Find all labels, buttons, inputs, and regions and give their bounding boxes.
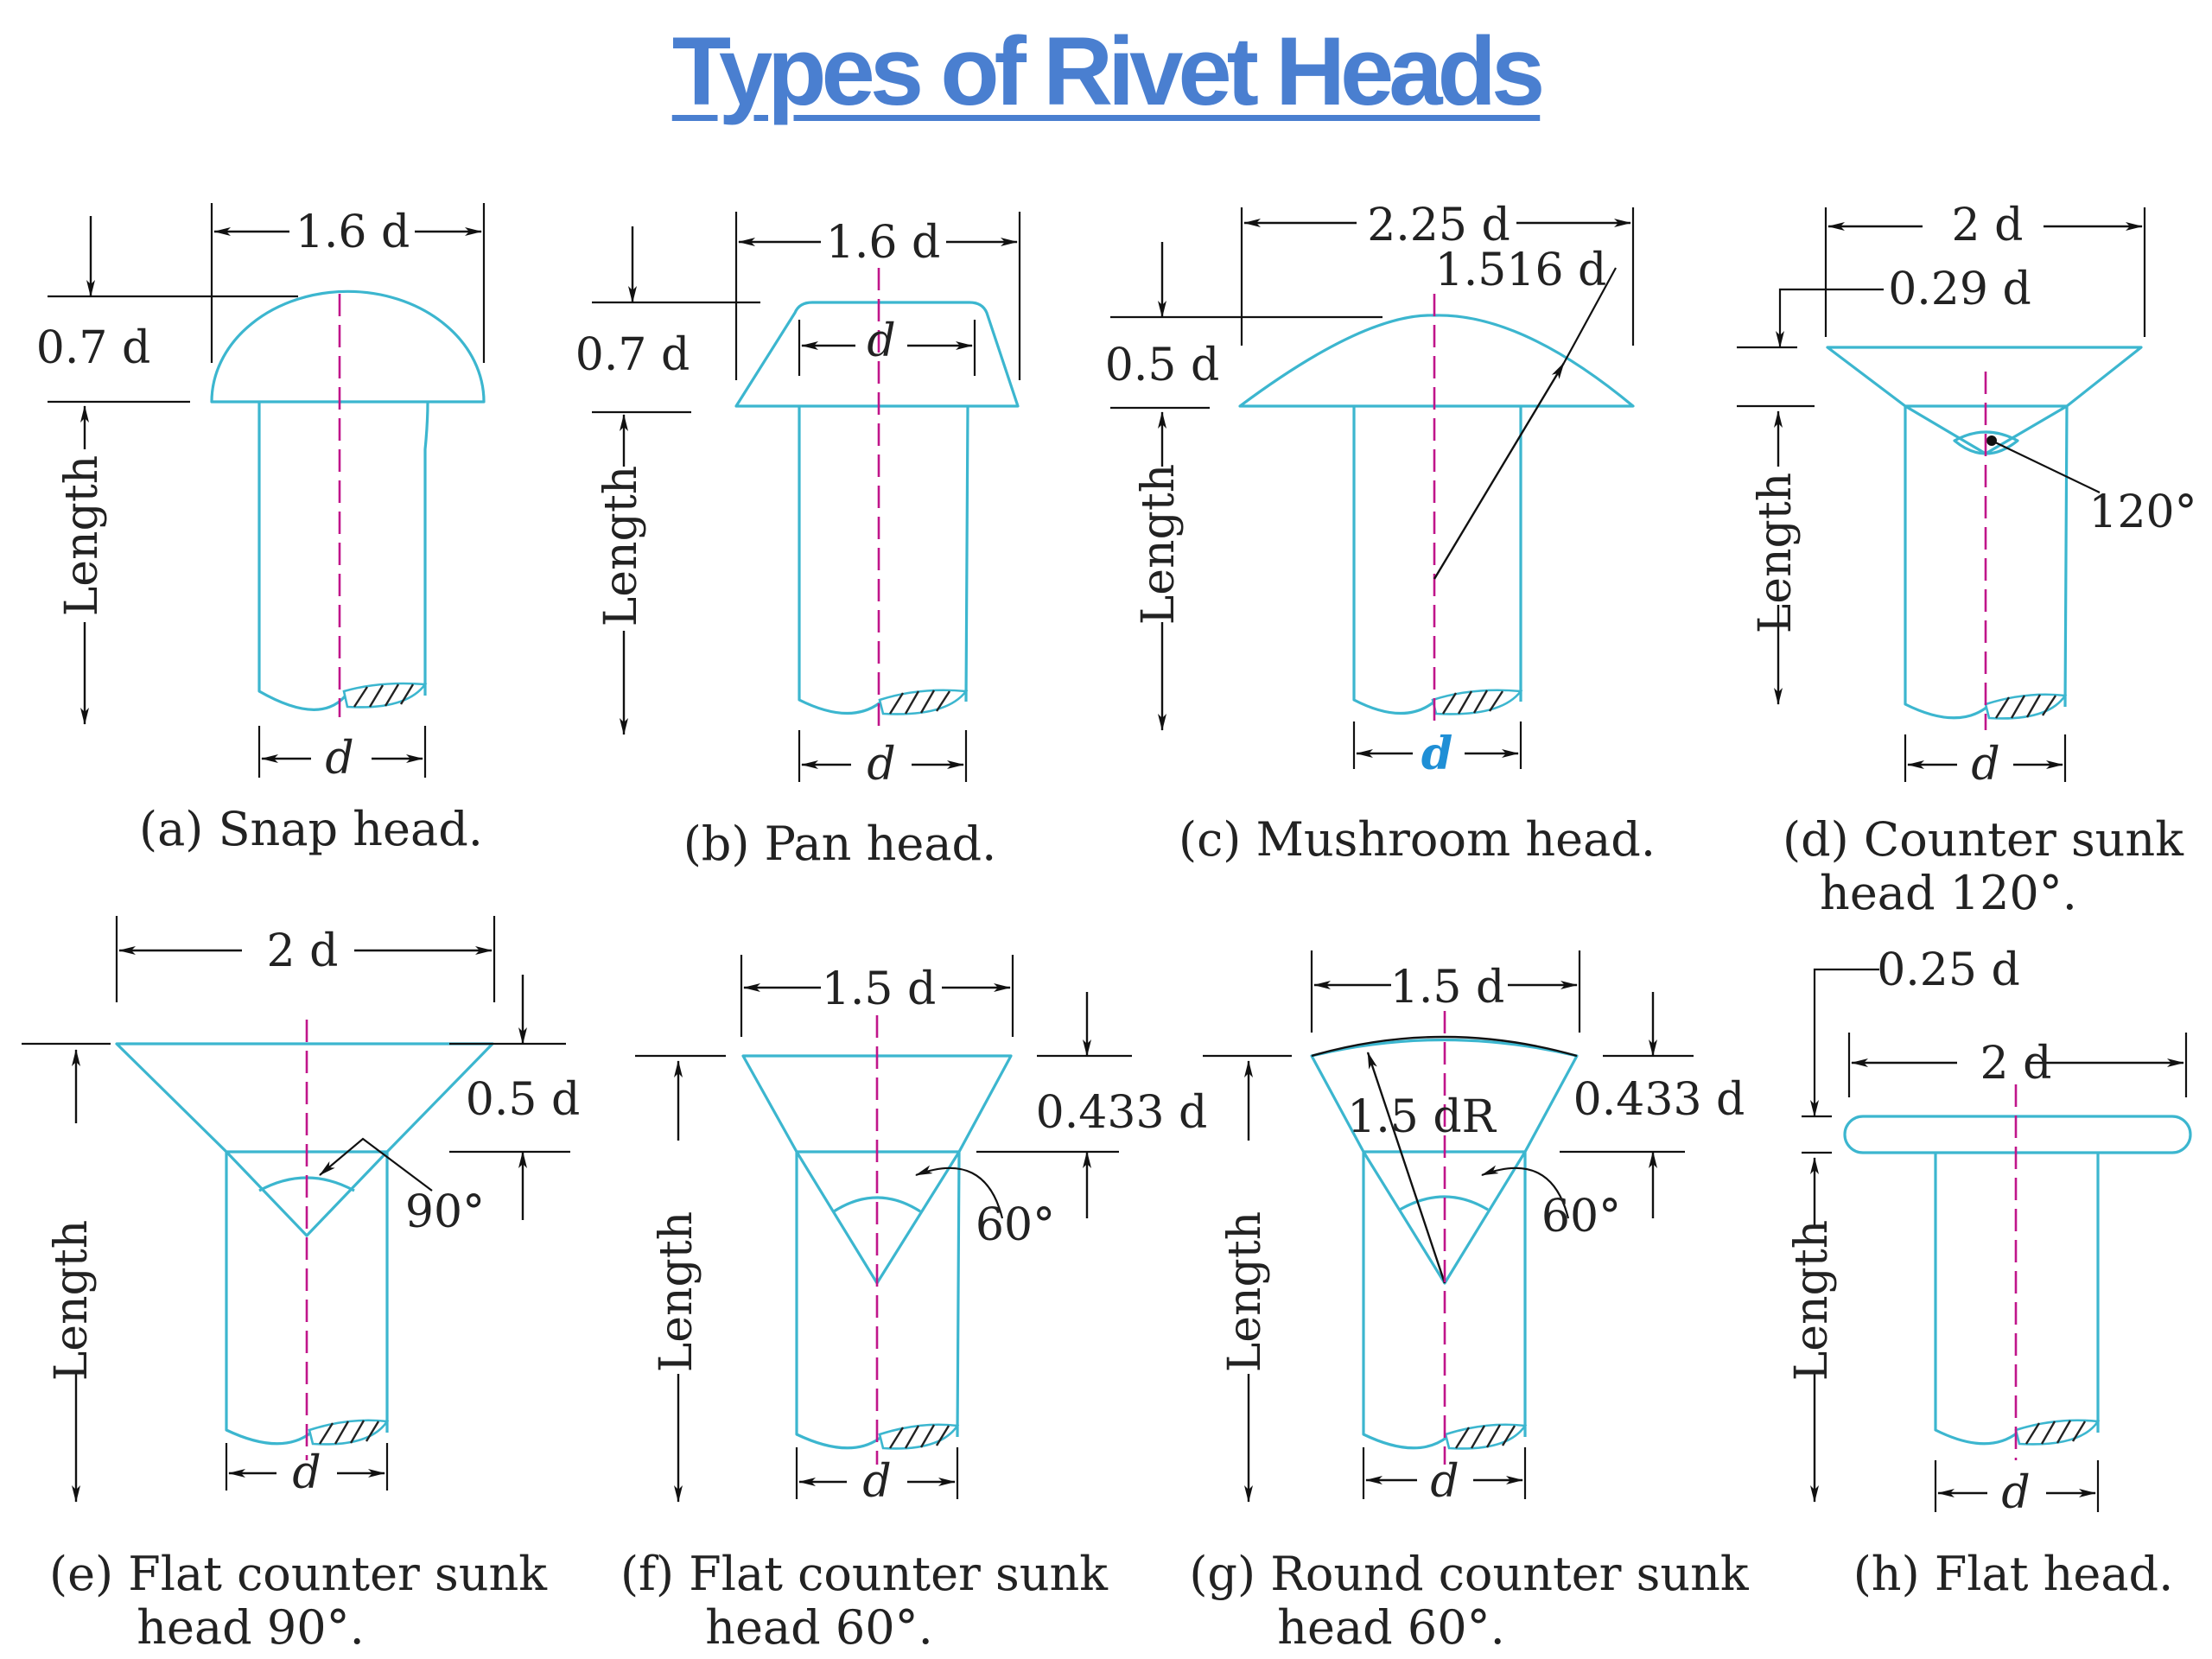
caption-a-text: Snap head. [219, 802, 483, 856]
panel-b-pan-head: 1.6 d d 0.7 d d Length (b) Pan head. [575, 212, 1021, 871]
dim-g-angle: 60° [1541, 1191, 1621, 1243]
rivet-e-outline [115, 1042, 494, 1446]
dim-d-angle: 120° [2088, 486, 2196, 538]
page-title: Types of Rivet Heads [671, 17, 1545, 125]
panel-g-round-countersunk-60: 1.5 d 1.5 dR 0.433 d 60° d Length (g) Ro… [1189, 950, 1750, 1655]
dim-e-shank: d [292, 1447, 321, 1499]
caption-d-letter: (d) [1783, 812, 1849, 867]
panel-c-mushroom-head: 2.25 d 1.516 d 0.5 d d Length (c) Mushro… [1105, 200, 1656, 867]
dim-f-angle: 60° [976, 1199, 1055, 1251]
dim-b-shank: d [867, 739, 895, 791]
caption-e-line2: head 90°. [137, 1600, 365, 1655]
dim-c-height: 0.5 d [1105, 340, 1220, 391]
caption-h-text: Flat head. [1935, 1547, 2173, 1601]
caption-c: (c) Mushroom head. [1179, 812, 1656, 867]
dim-e-angle: 90° [405, 1186, 485, 1238]
dim-e-width: 2 d [267, 925, 339, 977]
caption-g-line1: (g) Round counter sunk [1189, 1547, 1750, 1601]
panel-h-flat-head: 2 d 0.25 d d Length (h) Flat head. [1786, 944, 2192, 1601]
caption-f-text: Flat counter sunk [689, 1547, 1109, 1601]
dim-a-height: 0.7 d [36, 322, 151, 374]
dim-h-shank: d [2001, 1467, 2030, 1519]
dim-h-length: Length [1786, 1220, 1838, 1381]
caption-g-text: Round counter sunk [1270, 1547, 1750, 1601]
panel-f-flat-countersunk-60: 1.5 d 0.433 d 60° d Length (f) Flat coun… [620, 955, 1207, 1655]
caption-c-letter: (c) [1179, 812, 1241, 867]
dim-a-width: 1.6 d [296, 207, 410, 258]
caption-g-line2: head 60°. [1277, 1600, 1505, 1655]
dim-d-length: Length [1750, 473, 1802, 633]
dim-g-width: 1.5 d [1390, 962, 1505, 1014]
dim-g-height: 0.433 d [1573, 1074, 1745, 1126]
dim-a-shank: d [325, 733, 353, 785]
caption-d-line2: head 120°. [1820, 866, 2077, 920]
dim-f-length: Length [651, 1211, 702, 1372]
dim-f-height: 0.433 d [1036, 1087, 1208, 1139]
caption-e-text: Flat counter sunk [128, 1547, 548, 1601]
rivet-h-outline [1934, 1153, 2100, 1446]
caption-h: (h) Flat head. [1853, 1547, 2174, 1601]
panel-e-flat-countersunk-90: 2 d 0.5 d 90° d Length (e) Flat counter … [22, 916, 580, 1655]
rivet-h-head [1843, 1115, 2192, 1154]
caption-f-line2: head 60°. [705, 1600, 933, 1655]
dim-b-length: Length [595, 466, 647, 626]
caption-a-letter: (a) [139, 802, 203, 856]
dim-h-height: 0.25 d [1877, 944, 2020, 996]
dim-g-shank: d [1430, 1456, 1459, 1508]
dim-h-width: 2 d [1980, 1038, 2052, 1090]
rivet-a-outline [210, 289, 486, 711]
caption-g-letter: (g) [1189, 1547, 1255, 1601]
dim-g-radius: 1.5 dR [1347, 1091, 1497, 1143]
dim-b-inner: d [867, 315, 895, 367]
dim-f-shank: d [862, 1456, 891, 1508]
dim-f-width: 1.5 d [822, 963, 937, 1015]
dim-c-length: Length [1133, 464, 1185, 625]
dim-c-width: 2.25 d [1367, 200, 1510, 251]
dim-d-height: 0.29 d [1888, 264, 2031, 315]
dim-b-height: 0.7 d [575, 329, 690, 381]
caption-a: (a) Snap head. [139, 802, 483, 856]
rivet-b-outline [734, 301, 1020, 715]
dim-c-shank: d [1421, 728, 1452, 780]
dim-e-length: Length [46, 1220, 98, 1381]
caption-f-letter: (f) [620, 1547, 674, 1601]
dim-g-length: Length [1219, 1211, 1271, 1372]
dim-e-height: 0.5 d [466, 1074, 581, 1126]
dim-b-width: 1.6 d [826, 217, 941, 269]
caption-e-line1: (e) Flat counter sunk [49, 1547, 548, 1601]
caption-f-line1: (f) Flat counter sunk [620, 1547, 1109, 1601]
panel-a-snap-head: 1.6 d 0.7 d d Length (a) Snap head. [36, 203, 486, 856]
dim-d-width: 2 d [1952, 200, 2024, 251]
dim-c-radius: 1.516 d [1435, 245, 1607, 296]
rivet-c-outline [1238, 314, 1635, 715]
caption-b: (b) Pan head. [683, 817, 997, 871]
dim-d-shank: d [1971, 739, 1999, 791]
caption-b-text: Pan head. [765, 817, 997, 871]
dim-a-length: Length [56, 455, 108, 616]
caption-h-letter: (h) [1853, 1547, 1920, 1601]
caption-c-text: Mushroom head. [1256, 812, 1656, 867]
caption-e-letter: (e) [49, 1547, 113, 1601]
caption-b-letter: (b) [683, 817, 750, 871]
panel-d-countersunk-120: 2 d 0.29 d 120° d Length (d) Counter sun… [1737, 200, 2197, 920]
caption-d-text: Counter sunk [1864, 812, 2184, 867]
caption-d-line1: (d) Counter sunk [1783, 812, 2184, 867]
